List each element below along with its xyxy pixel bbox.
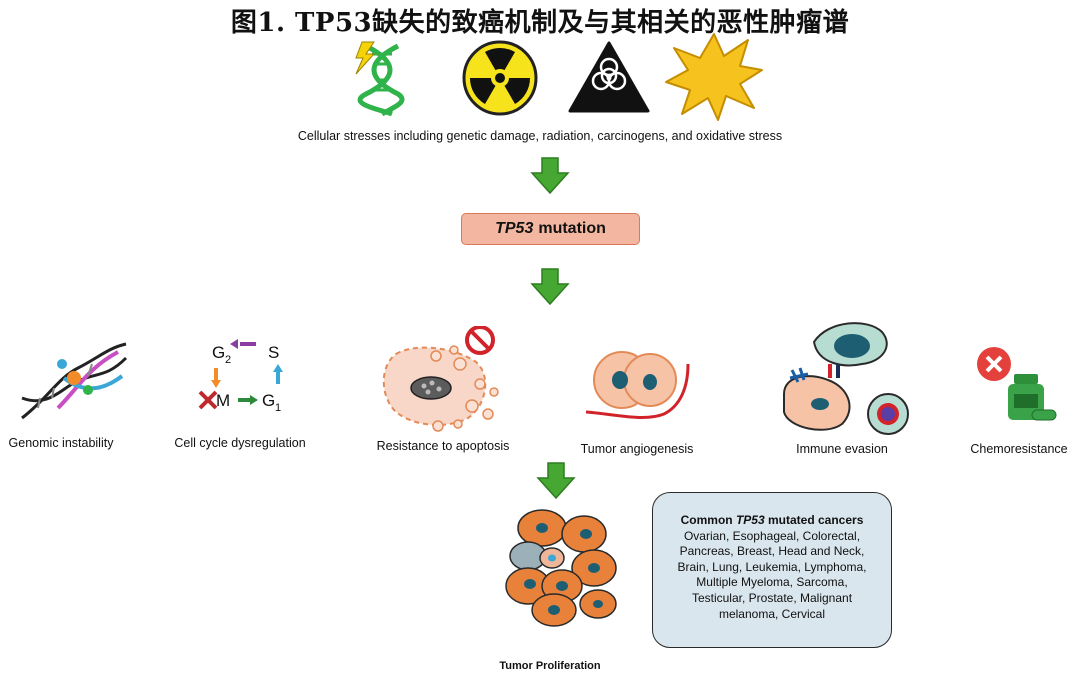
drug-bottle-icon <box>977 347 1057 421</box>
cc-s: S <box>268 343 279 362</box>
hallmark-label-angiogenesis: Tumor angiogenesis <box>580 442 694 456</box>
apoptotic-cell-icon <box>382 326 499 432</box>
explosion-icon <box>665 33 763 121</box>
cc-g1-sub: 1 <box>275 402 281 414</box>
cancer-line: Ovarian, Esophageal, Colorectal, <box>683 528 861 543</box>
cc-g2-sub: 2 <box>225 354 231 366</box>
cancer-line: Pancreas, Breast, Head and Neck, <box>679 544 865 559</box>
cancers-heading: Common TP53 mutated cancers <box>663 513 881 529</box>
hallmark-label-apoptosis: Resistance to apoptosis <box>376 439 510 453</box>
cancers-heading-suffix: mutated cancers <box>768 513 864 527</box>
tumor-cell-cluster-icon <box>505 509 617 627</box>
cancer-line: Brain, Lung, Leukemia, Lymphoma, <box>677 559 867 574</box>
down-arrow-2 <box>530 268 570 306</box>
mutation-gene: TP53 <box>495 220 534 237</box>
cell-cycle-icon: G 2 S M G 1 <box>198 339 283 414</box>
tp53-mutation-box: TP53 mutation <box>461 213 640 245</box>
tumor-proliferation-label: Tumor Proliferation <box>499 660 601 672</box>
dna-damage-icon <box>355 41 405 116</box>
cancer-line: melanoma, Cervical <box>718 606 826 621</box>
hallmark-label-cellcycle: Cell cycle dysregulation <box>174 436 306 450</box>
cc-g2: G <box>212 343 225 362</box>
cancer-line: Multiple Myeloma, Sarcoma, <box>696 575 848 590</box>
mutation-label: mutation <box>538 220 606 237</box>
hallmark-label-chemoresistance: Chemoresistance <box>970 442 1068 456</box>
hallmark-label-immune: Immune evasion <box>796 442 888 456</box>
immune-cells-icon <box>783 322 909 435</box>
blood-vessel-cells-icon <box>585 351 690 419</box>
down-arrow-3 <box>536 462 576 500</box>
radiation-icon <box>462 40 538 116</box>
biohazard-icon <box>568 41 650 113</box>
dna-helix-icon <box>21 342 128 420</box>
cc-m: M <box>216 391 230 410</box>
cancer-line: Testicular, Prostate, Malignant <box>691 590 853 605</box>
cancers-heading-prefix: Common <box>680 513 733 527</box>
tp53-cancers-box: Common TP53 mutated cancers Ovarian, Eso… <box>652 492 892 648</box>
cancers-heading-gene: TP53 <box>735 513 765 527</box>
stresses-caption: Cellular stresses including genetic dama… <box>297 129 783 143</box>
hallmark-label-genomic: Genomic instability <box>8 436 114 450</box>
cc-g1: G <box>262 391 275 410</box>
figure-title: 图1. TP53缺失的致癌机制及与其相关的恶性肿瘤谱 <box>230 8 850 38</box>
down-arrow-1 <box>530 157 570 195</box>
